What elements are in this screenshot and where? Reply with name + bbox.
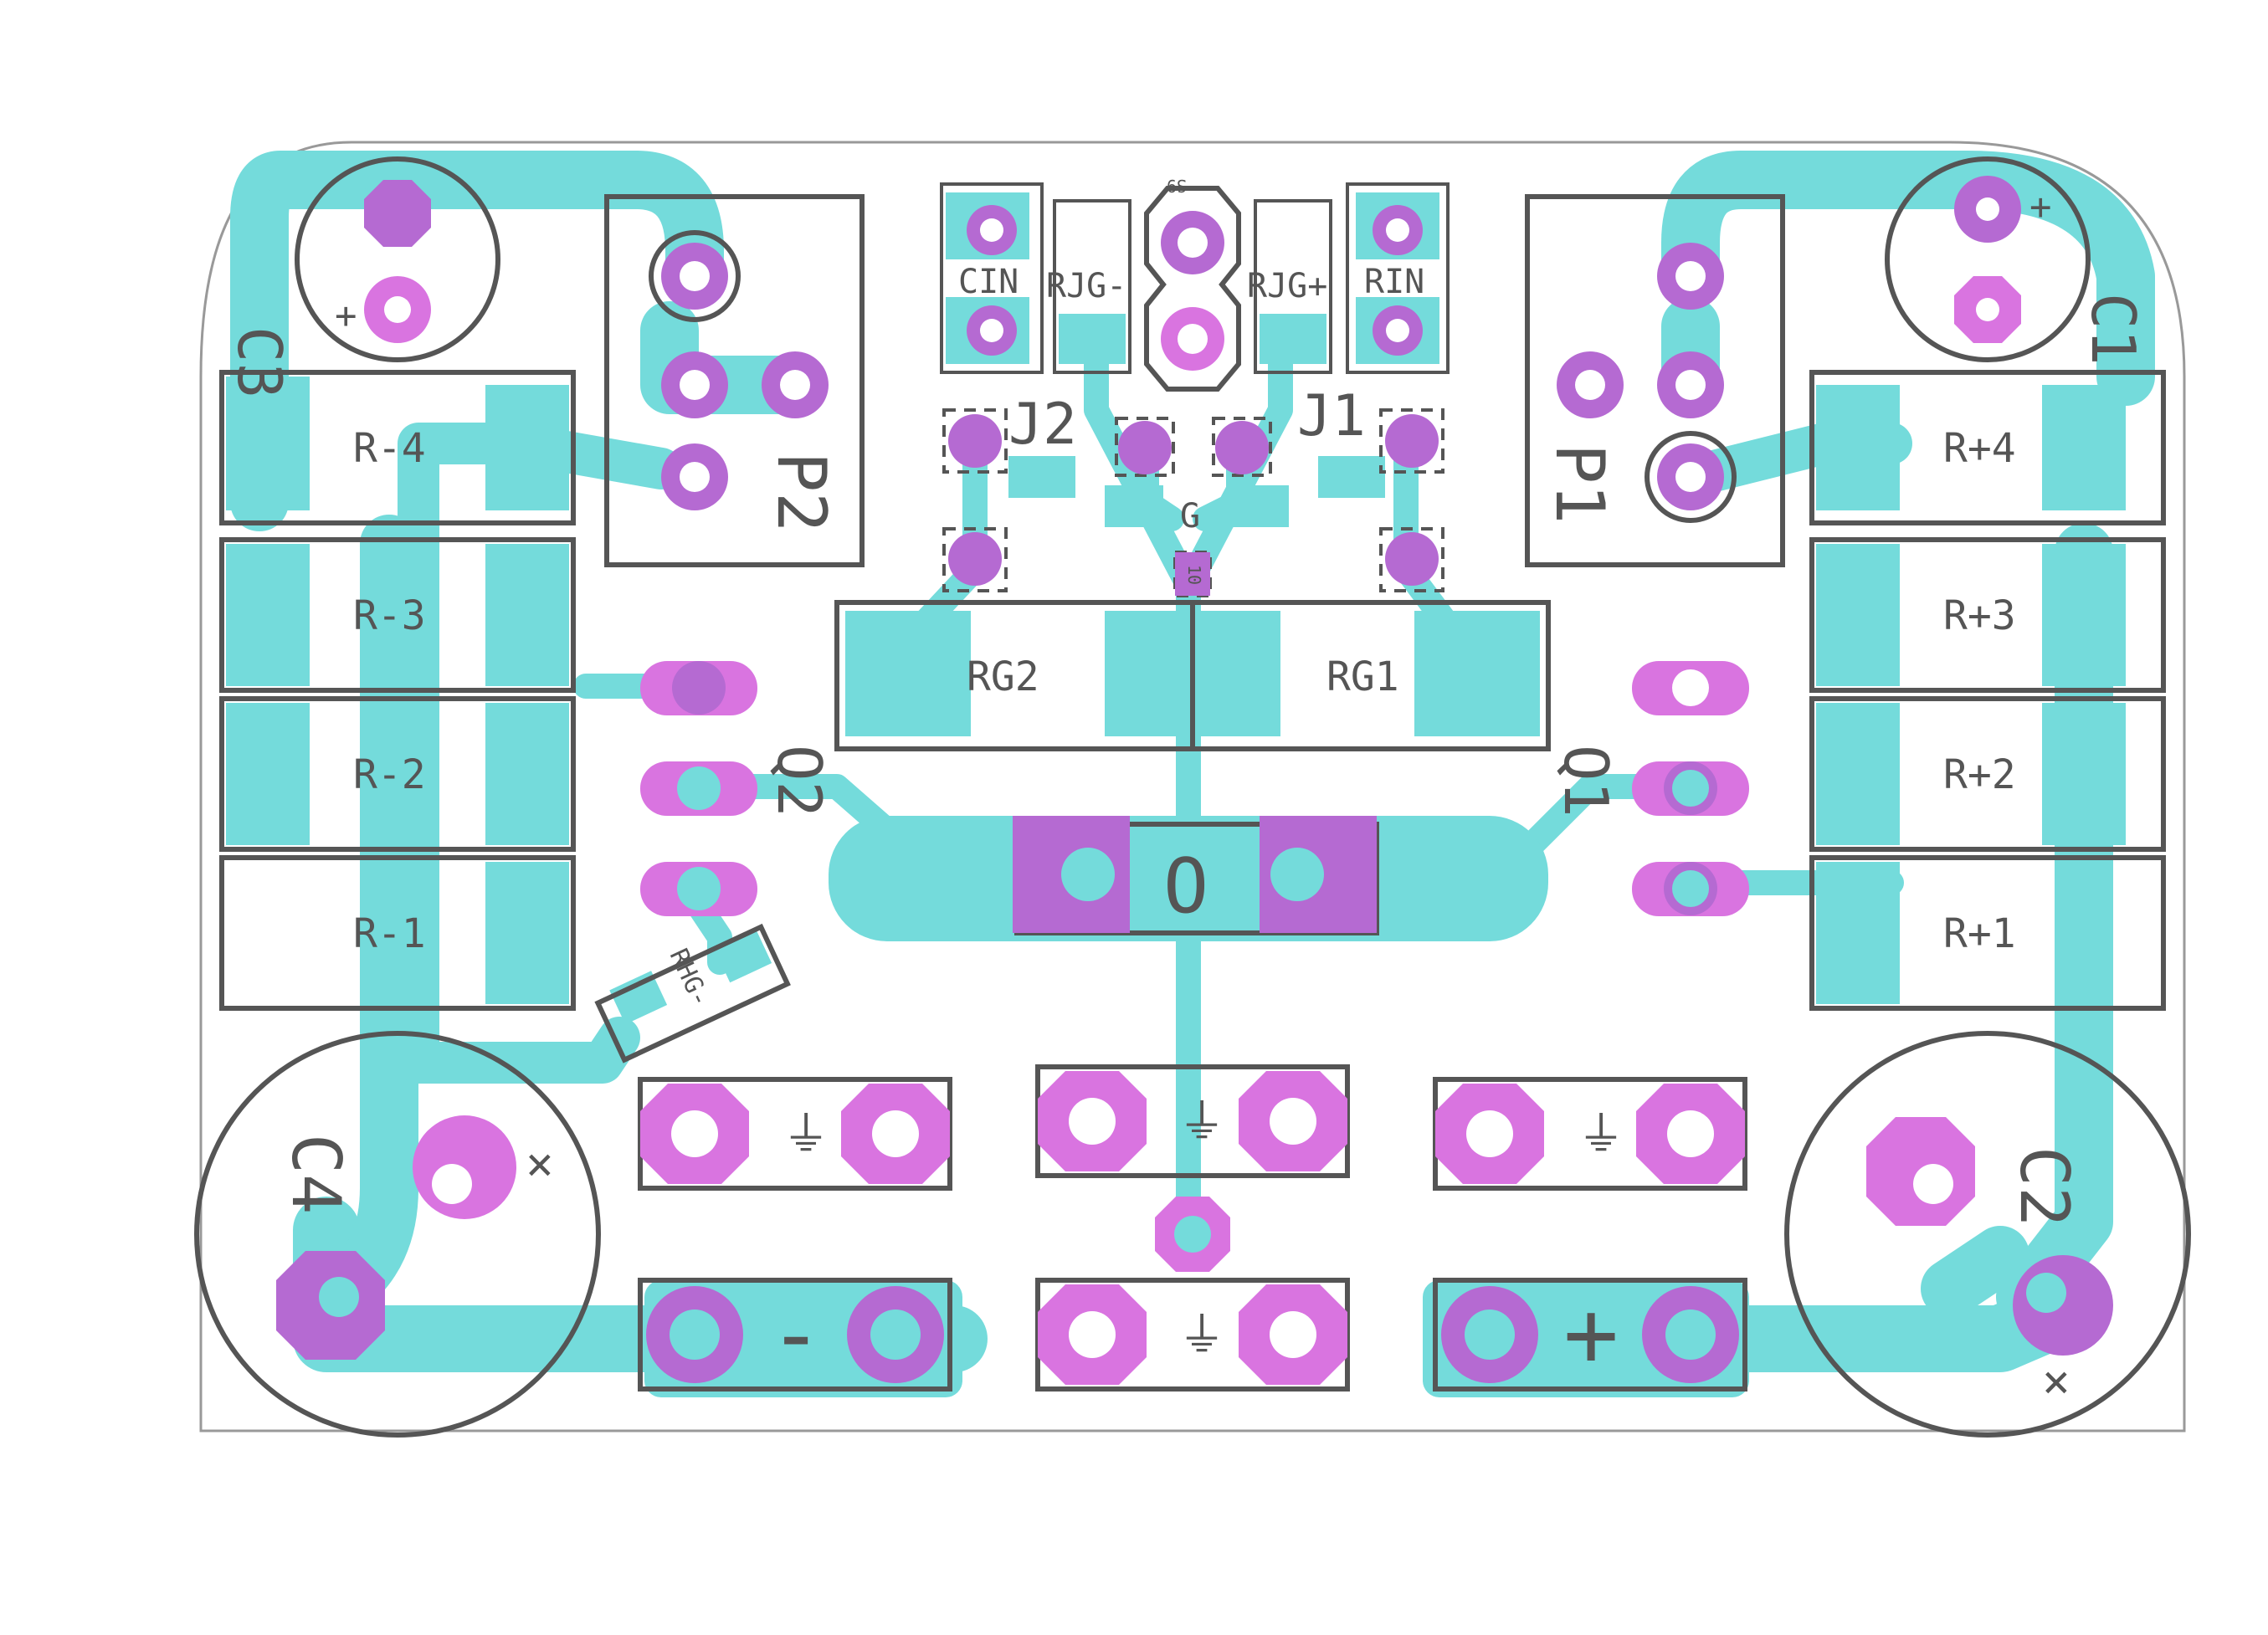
label-rin: RIN	[1364, 263, 1424, 301]
plus-header	[1433, 1278, 1747, 1392]
label-j2: J2	[1008, 392, 1077, 458]
c3-polarity-plus: +	[335, 295, 357, 337]
s9-outline	[1144, 186, 1241, 392]
label-q1: Q1	[1551, 745, 1621, 818]
label-c1: C1	[2078, 293, 2148, 366]
c4-outline	[194, 1031, 601, 1438]
label-rg1: RG1	[1326, 653, 1399, 700]
label-r-2: R-2	[353, 751, 426, 798]
label-10: 10	[1184, 565, 1204, 585]
gnd-symbol-4: ⏚	[1178, 1309, 1225, 1363]
label-r+2: R+2	[1943, 751, 2016, 798]
r+4-outline	[1809, 370, 2166, 525]
label-c2: C2	[2005, 1146, 2083, 1227]
r-1-outline	[219, 855, 576, 1011]
cin-outline	[940, 182, 1044, 374]
label-q2: Q2	[764, 745, 834, 818]
label-p1: P1	[1541, 443, 1619, 524]
rjg-plus-outline	[1254, 199, 1332, 374]
label-rg2: RG2	[967, 653, 1039, 700]
label-r-3: R-3	[353, 592, 426, 639]
label-j1: J1	[1297, 383, 1366, 449]
p1-outline	[1525, 194, 1785, 567]
label-p2: P2	[762, 452, 840, 532]
p2-outline	[604, 194, 865, 567]
c4-polarity-x: ×	[526, 1137, 554, 1192]
gnd-symbol-3: ⏚	[1578, 1108, 1624, 1162]
label-g: G	[1180, 497, 1200, 536]
label-rjg-plus: RJG+	[1247, 267, 1327, 305]
r-4-outline	[219, 370, 576, 525]
label-r-1: R-1	[353, 910, 426, 957]
label-r+3: R+3	[1943, 592, 2016, 639]
label-r-4: R-4	[353, 425, 426, 472]
c2-outline	[1784, 1031, 2191, 1438]
c2-polarity-x: ×	[2042, 1355, 2070, 1409]
c3-pad-1	[364, 180, 431, 247]
label-plus: +	[1563, 1280, 1619, 1387]
label-c3: C3	[224, 326, 295, 399]
rjg-minus-outline	[1053, 199, 1131, 374]
rin-outline	[1346, 182, 1450, 374]
c1-outline	[1885, 156, 2091, 362]
r-3-outline	[219, 537, 576, 693]
silkscreen-layer	[194, 156, 2191, 1438]
gnd-symbol-1: ⏚	[783, 1108, 829, 1162]
label-r+4: R+4	[1943, 425, 2016, 472]
label-minus: -	[768, 1280, 824, 1387]
minus-header	[638, 1278, 952, 1392]
label-c4: C4	[277, 1134, 355, 1214]
gnd-symbol-2: ⏚	[1178, 1095, 1225, 1150]
label-s9: S9	[1167, 176, 1187, 196]
r+1-outline	[1809, 855, 2166, 1011]
r-2-outline	[219, 696, 576, 852]
pads-layer	[276, 176, 2113, 1385]
label-o: O	[1163, 843, 1208, 930]
label-r+1: R+1	[1943, 910, 2016, 957]
label-cin: CIN	[958, 263, 1019, 301]
r+2-outline	[1809, 696, 2166, 852]
c1-polarity-plus: +	[2029, 186, 2052, 228]
r+3-outline	[1809, 537, 2166, 693]
c3-outline	[295, 156, 500, 362]
label-rjg-minus: RJG-	[1046, 267, 1126, 305]
rhg-minus-outline	[594, 923, 791, 1064]
